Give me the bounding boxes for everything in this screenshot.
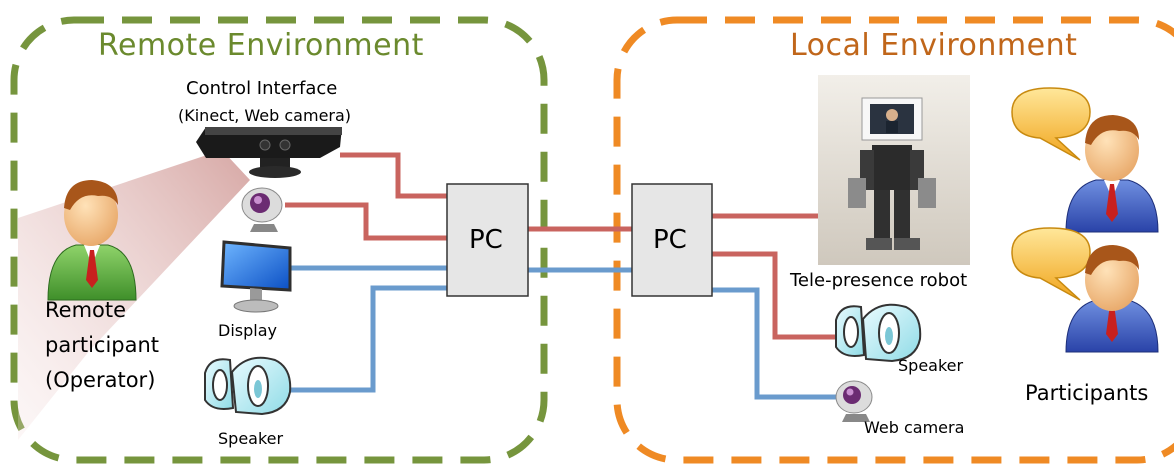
control-interface-sublabel: (Kinect, Web camera) bbox=[178, 106, 352, 125]
remote-environment-title: Remote Environment bbox=[98, 28, 424, 63]
person-blue-icon-2 bbox=[1065, 245, 1159, 353]
webcam-pc-line bbox=[285, 202, 447, 241]
pc-speaker-line bbox=[712, 251, 838, 340]
speech-bubble-icon-2 bbox=[1011, 227, 1091, 301]
webcam-label: Web camera bbox=[864, 418, 965, 437]
remote-pc-label: PC bbox=[469, 225, 503, 255]
speaker-label-remote: Speaker bbox=[218, 429, 284, 448]
webcam-icon-remote bbox=[241, 187, 283, 232]
remote-pc-box bbox=[446, 183, 529, 297]
speech-bubble-icon-1 bbox=[1011, 87, 1091, 161]
remote-environment-border bbox=[10, 16, 548, 464]
person-blue-icon-1 bbox=[1065, 115, 1159, 233]
monitor-icon bbox=[220, 240, 292, 313]
person-green-icon bbox=[47, 180, 137, 301]
remote-participant-label-line1: Remote bbox=[45, 298, 127, 322]
local-environment-title: Local Environment bbox=[790, 28, 1078, 63]
pc-webcam-line bbox=[712, 287, 838, 400]
remote-participant-label-line2: participant bbox=[45, 333, 160, 357]
humanoid-robot-photo bbox=[818, 75, 970, 265]
remote-participant-label-line3: (Operator) bbox=[45, 368, 156, 392]
connection-lines bbox=[285, 152, 838, 400]
display-label: Display bbox=[218, 321, 277, 340]
speaker-icon-remote bbox=[204, 356, 292, 416]
local-pc-label: PC bbox=[653, 225, 687, 255]
local-environment-border bbox=[613, 16, 1174, 464]
kinect-pc-line bbox=[340, 152, 447, 199]
local-pc-box bbox=[631, 183, 713, 297]
kinect-sensor-icon bbox=[196, 127, 342, 178]
webcam-icon-local bbox=[835, 380, 873, 422]
control-interface-label: Control Interface bbox=[186, 78, 338, 99]
speaker-label-local: Speaker bbox=[898, 356, 964, 375]
participants-label: Participants bbox=[1025, 381, 1149, 405]
speaker-icon-local bbox=[835, 303, 922, 363]
speaker-pc-line bbox=[290, 285, 447, 393]
robot-label: Tele-presence robot bbox=[790, 270, 968, 291]
